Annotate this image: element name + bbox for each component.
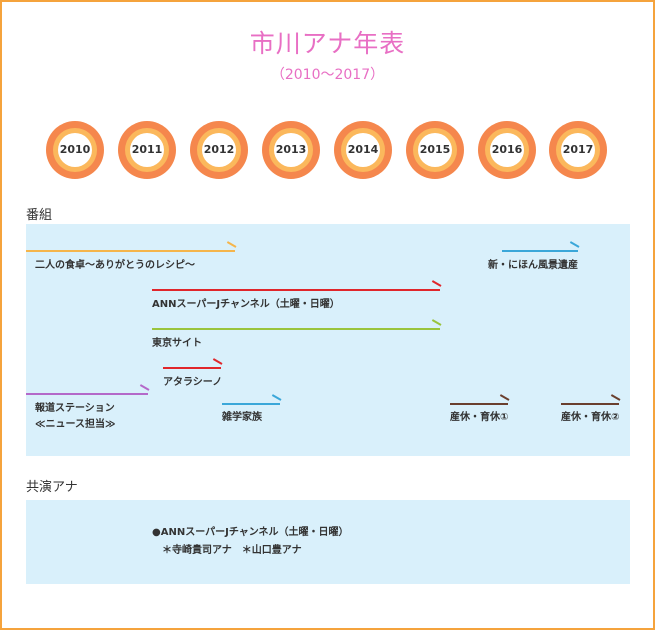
year-badge-2014: 2014	[334, 121, 392, 179]
timeline-bar-super-j-channel	[152, 280, 442, 291]
year-badge-2010: 2010	[46, 121, 104, 179]
year-badge-2012: 2012	[190, 121, 248, 179]
arrow-head-icon	[431, 319, 442, 326]
timeline-bar-atarashino	[163, 358, 223, 369]
arrow-head-icon	[499, 394, 510, 401]
arrow-head-icon	[271, 394, 282, 401]
arrow-head-icon	[212, 358, 223, 365]
arrow-head-icon	[569, 241, 580, 248]
program-label-sub: ≪ニュース担当≫	[35, 419, 116, 430]
page-title: 市川アナ年表	[249, 29, 406, 58]
co-anchor-names: ＊寺崎貴司アナ ＊山口豊アナ	[162, 545, 302, 556]
arrow-head-icon	[610, 394, 621, 401]
co-anchor-program: ●ANNスーパーJチャンネル（土曜・日曜）	[152, 527, 349, 538]
year-badge-2011: 2011	[118, 121, 176, 179]
program-label: 二人の食卓〜ありがとうのレシピ〜	[35, 260, 195, 271]
arrow-head-icon	[431, 280, 442, 287]
year-label: 2011	[130, 133, 164, 167]
timeline-bar-maternity-leave-1	[450, 394, 510, 405]
program-label: 雑学家族	[222, 412, 262, 423]
arrow-head-icon	[139, 384, 150, 391]
program-label: 産休・育休①	[450, 412, 509, 423]
year-badge-2017: 2017	[549, 121, 607, 179]
year-label: 2013	[274, 133, 308, 167]
year-label: 2010	[58, 133, 92, 167]
timeline-bar-maternity-leave-2	[561, 394, 621, 405]
year-badge-2016: 2016	[478, 121, 536, 179]
year-label: 2017	[561, 133, 595, 167]
year-label: 2016	[490, 133, 524, 167]
year-label: 2014	[346, 133, 380, 167]
program-label: 東京サイト	[152, 338, 202, 349]
program-label: アタラシーノ	[163, 377, 223, 388]
year-label: 2012	[202, 133, 236, 167]
program-label: 産休・育休②	[561, 412, 620, 423]
timeline-bar-hodo-station	[26, 384, 150, 395]
timeline-bar-tokyo-site	[152, 319, 442, 330]
program-label: ANNスーパーJチャンネル（土曜・日曜）	[152, 299, 340, 310]
section-title-co-anchors: 共演アナ	[26, 480, 78, 495]
programs-panel: 二人の食卓〜ありがとうのレシピ〜 新・にほん風景遺産 ANNスーパーJチャンネル…	[26, 224, 630, 456]
program-label: 新・にほん風景遺産	[488, 260, 578, 271]
program-label: 報道ステーション	[35, 403, 115, 414]
timeline-bar-futari-no-shokutaku	[26, 241, 237, 252]
co-anchors-panel: ●ANNスーパーJチャンネル（土曜・日曜） ＊寺崎貴司アナ ＊山口豊アナ	[26, 500, 630, 584]
year-badge-2013: 2013	[262, 121, 320, 179]
arrow-head-icon	[226, 241, 237, 248]
section-title-programs: 番組	[26, 208, 53, 223]
timeline-bar-nihon-fukei-isan	[502, 241, 580, 252]
year-badge-2015: 2015	[406, 121, 464, 179]
page-subtitle: （2010〜2017）	[270, 67, 385, 83]
year-label: 2015	[418, 133, 452, 167]
timeline-bar-zatsugaku-kazoku	[222, 394, 282, 405]
